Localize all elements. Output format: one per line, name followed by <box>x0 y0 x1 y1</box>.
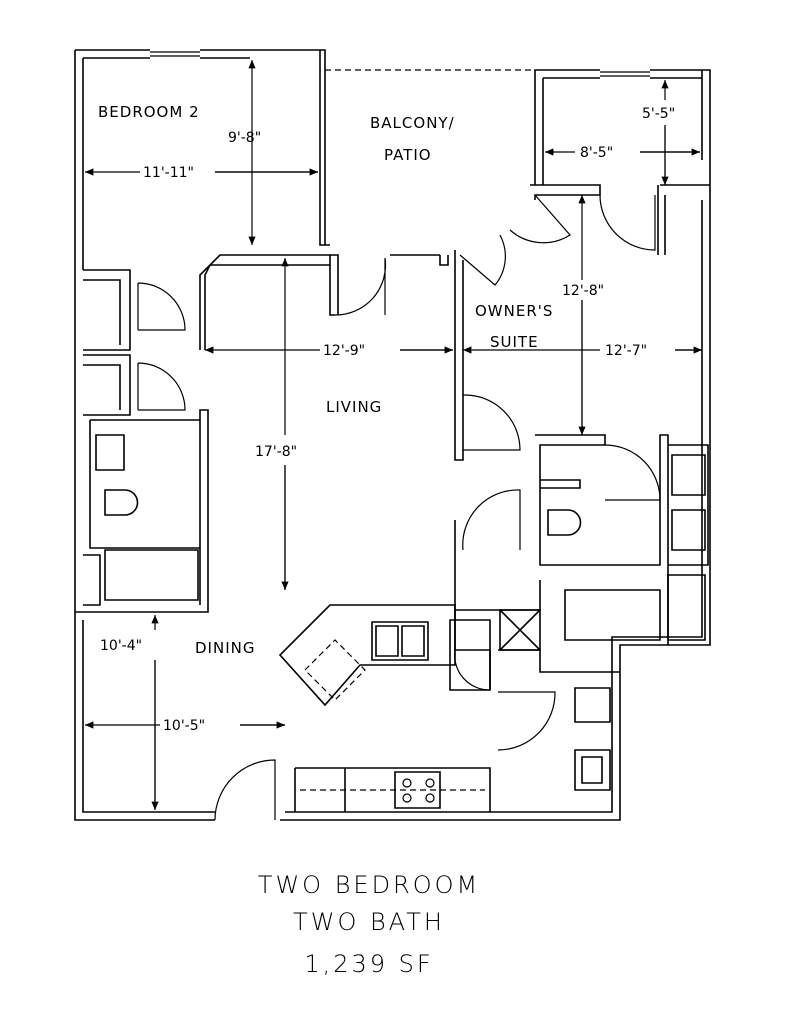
label-suite: SUITE <box>490 333 539 351</box>
caption-baths: TWO BATH <box>293 908 445 936</box>
dimension-labels: 9'-8" 11'-11" 5'-5" 8'-5" 12'-8" 12'-9" … <box>100 106 675 734</box>
label-living: LIVING <box>326 398 382 416</box>
dim-dining-width: 10'-5" <box>163 718 205 734</box>
dim-living-width: 12'-9" <box>323 343 365 359</box>
exterior-walls <box>74 49 711 821</box>
label-balcony: BALCONY/ <box>370 114 455 132</box>
dim-owners-depth: 12'-8" <box>562 283 604 299</box>
label-dining: DINING <box>195 639 255 657</box>
label-owners: OWNER'S <box>475 302 553 320</box>
dim-bedroom2-depth: 9'-8" <box>228 130 261 146</box>
interior-walls <box>75 184 710 812</box>
dim-dining-depth: 10'-4" <box>100 638 142 654</box>
dimension-lines <box>85 60 702 810</box>
caption-bedrooms: TWO BEDROOM <box>258 871 480 899</box>
door-swings <box>137 194 661 821</box>
dim-closet-width: 8'-5" <box>580 145 613 161</box>
dim-living-depth: 17'-8" <box>255 444 297 460</box>
dim-bedroom2-width: 11'-11" <box>143 165 194 181</box>
caption-area: 1,239 SF <box>304 950 433 978</box>
dim-closet-depth: 5'-5" <box>642 106 675 122</box>
label-patio: PATIO <box>384 146 432 164</box>
label-bedroom-2: BEDROOM 2 <box>98 103 200 121</box>
caption: TWO BEDROOM TWO BATH 1,239 SF <box>258 871 480 978</box>
dim-owners-width: 12'-7" <box>605 343 647 359</box>
room-labels: BEDROOM 2 BALCONY/ PATIO OWNER'S SUITE L… <box>98 103 553 657</box>
